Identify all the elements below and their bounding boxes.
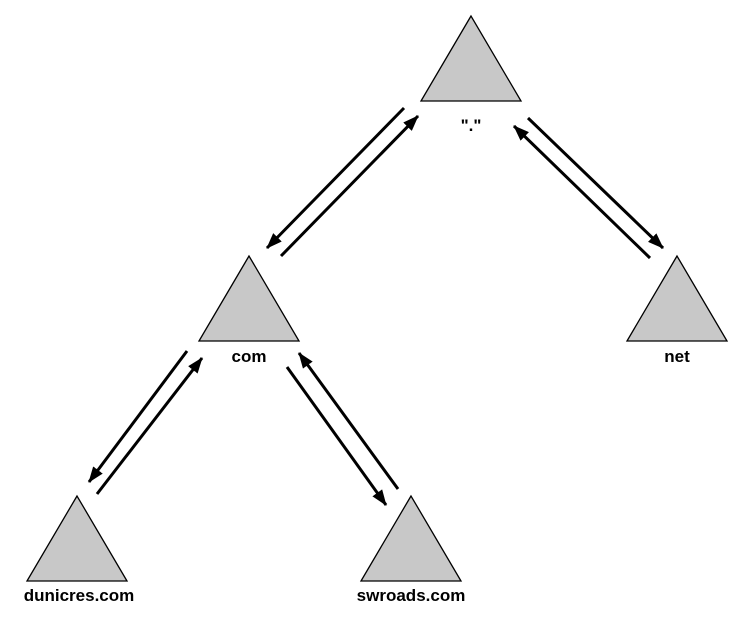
node-root-label: ".": [461, 116, 482, 135]
node-root-triangle: [419, 14, 523, 102]
arrow-root-to-com: [265, 106, 406, 250]
arrow-com-to-swroads: [285, 366, 388, 506]
node-dunicres-label: dunicres.com: [24, 586, 135, 605]
arrow-dunicres-to-com: [95, 357, 204, 495]
node-net-label: net: [664, 347, 690, 366]
node-com-triangle: [197, 254, 301, 342]
node-swroads-label: swroads.com: [357, 586, 466, 605]
node-swroads-triangle: [359, 494, 463, 582]
node-dunicres-triangle: [25, 494, 129, 582]
node-net-triangle: [625, 254, 729, 342]
arrow-root-to-net: [526, 116, 665, 250]
arrow-com-to-root: [279, 114, 420, 258]
arrow-net-to-root: [512, 124, 652, 260]
node-com-label: com: [232, 347, 267, 366]
arrow-com-to-dunicres: [87, 350, 189, 483]
arrow-swroads-to-com: [297, 352, 400, 490]
